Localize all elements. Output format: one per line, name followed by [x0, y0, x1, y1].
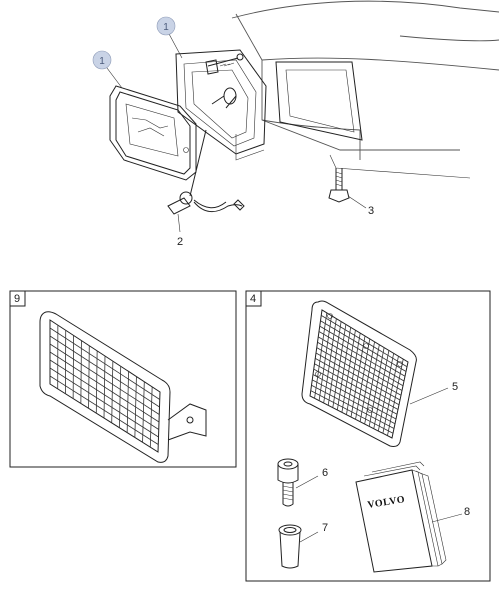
- mesh-line: [310, 390, 394, 434]
- accessory-panel: 4 5 6 7: [245, 290, 491, 582]
- grille-mesh: [49, 325, 160, 448]
- mesh-line: [315, 358, 400, 406]
- leader-booklet: [431, 513, 463, 523]
- mesh-line: [49, 343, 160, 415]
- mesh-line: [311, 384, 395, 429]
- grille-panel-number-box: [9, 290, 26, 307]
- booklet-brand-text: VOLVO: [367, 494, 406, 511]
- lamp-assembly: 1 1 2 3: [92, 0, 499, 248]
- svg-text:1: 1: [163, 22, 169, 33]
- mesh-line: [49, 327, 160, 400]
- callout-bulb: 2: [177, 236, 183, 248]
- lamp-housing: [175, 49, 267, 161]
- grille-panel: 9: [9, 290, 237, 468]
- callout-reflector: 5: [452, 381, 458, 393]
- vehicle-body: [231, 0, 499, 179]
- accessory-panel-number: 4: [250, 293, 256, 305]
- mesh-line: [318, 336, 404, 387]
- lamp-lens: [109, 85, 197, 181]
- owners-booklet: VOLVO: [355, 461, 447, 573]
- leader-spacer: [299, 531, 319, 543]
- leader-reflector: [409, 387, 449, 405]
- mesh-line: [314, 363, 399, 410]
- mesh-line: [312, 379, 396, 425]
- mesh-line: [318, 331, 405, 382]
- accessory-panel-frame: [245, 290, 491, 582]
- mesh-line: [49, 375, 159, 445]
- mesh-line: [49, 367, 159, 438]
- leader-lamp-housing: [167, 31, 183, 59]
- grille-panel-frame: [9, 290, 237, 468]
- mesh-line: [49, 359, 159, 430]
- leader-lamp-lens: [103, 63, 123, 89]
- leader-bulb: [177, 213, 181, 233]
- headlamp-grille: [39, 311, 207, 463]
- mesh-line: [316, 347, 402, 396]
- callout-screw: 6: [322, 467, 328, 479]
- callout-booklet: 8: [464, 506, 470, 518]
- mesh-line: [313, 368, 398, 415]
- bulb-with-wiring: [167, 129, 245, 215]
- leader-screw: [295, 475, 319, 489]
- reflector-mesh: [310, 312, 408, 436]
- callout-badge-lamp-housing: 1: [156, 16, 176, 36]
- svg-text:1: 1: [99, 56, 105, 67]
- callout-badge-lamp-lens: 1: [92, 50, 112, 70]
- mesh-line: [49, 351, 160, 423]
- mesh-line: [312, 374, 397, 420]
- callout-bolt: 3: [368, 205, 374, 217]
- mesh-line: [317, 341, 403, 391]
- leader-bolt: [347, 195, 367, 209]
- grille-panel-number: 9: [14, 293, 20, 305]
- mesh-line: [319, 325, 406, 377]
- accessory-panel-number-box: [245, 290, 262, 307]
- bolt: [328, 168, 350, 203]
- screw: [277, 458, 299, 507]
- mesh-line: [321, 315, 408, 368]
- callout-spacer: 7: [322, 522, 328, 534]
- reflector-plate: [301, 300, 417, 447]
- mesh-line: [49, 335, 160, 408]
- spacer-sleeve: [278, 524, 302, 569]
- mesh-line: [315, 352, 401, 401]
